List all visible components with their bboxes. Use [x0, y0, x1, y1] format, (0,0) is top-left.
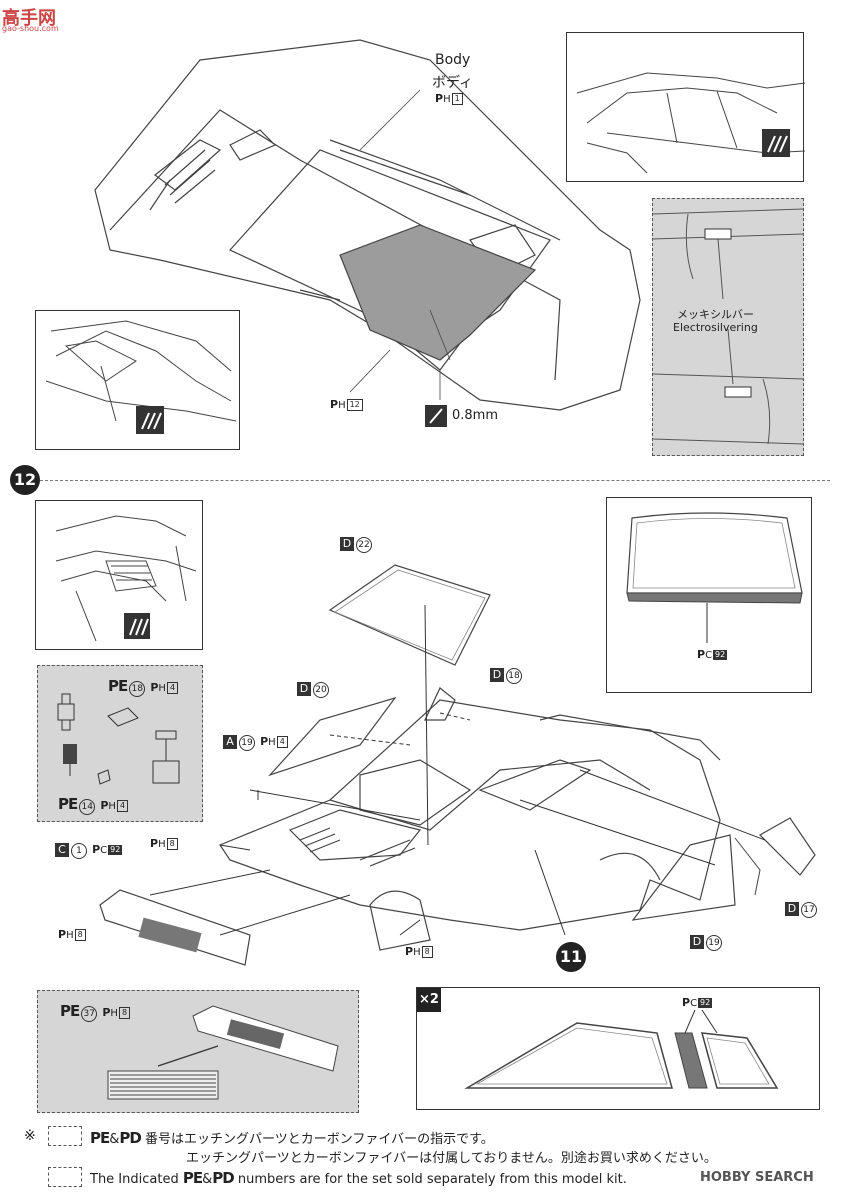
electrosilvering-panel: メッキシルバー Electrosilvering: [652, 198, 804, 456]
footnote-mark: ※: [24, 1128, 36, 1144]
quantity-badge: ×2: [417, 988, 441, 1012]
footnote-box-2: [48, 1167, 82, 1187]
footnote-box-1: [48, 1126, 82, 1146]
footnote-line-3: The Indicated PE&PD numbers are for the …: [90, 1169, 627, 1187]
step-number-12: 12: [10, 465, 40, 495]
detail-inset-right: [566, 32, 806, 182]
step-number-11-ref: 11: [556, 942, 586, 972]
carbon-fiber-icon: [425, 405, 447, 427]
site-url: gao-shou.com: [2, 24, 59, 33]
hobby-search-watermark: HOBBY SEARCH: [700, 1170, 814, 1185]
footnote-line-1: PE&PD 番号はエッチングパーツとカーボンファイバーの指示です。: [90, 1129, 494, 1147]
body-label-en: Body: [435, 52, 471, 68]
body-drawing: [94, 39, 641, 411]
body-label-jp: ボディ: [432, 75, 474, 91]
section-divider: [40, 480, 830, 481]
detail-inset-left: [35, 310, 240, 450]
electrosilvering-jp: メッキシルバー: [677, 308, 754, 321]
step12-inset-engine: [35, 500, 203, 650]
thickness-label: 0.8mm: [452, 408, 499, 423]
electrosilvering-en: Electrosilvering: [673, 321, 758, 334]
footnote-line-2: エッチングパーツとカーボンファイバーは付属しておりません。別途お買い求めください…: [186, 1151, 717, 1166]
site-logo: 高手网: [2, 8, 56, 29]
